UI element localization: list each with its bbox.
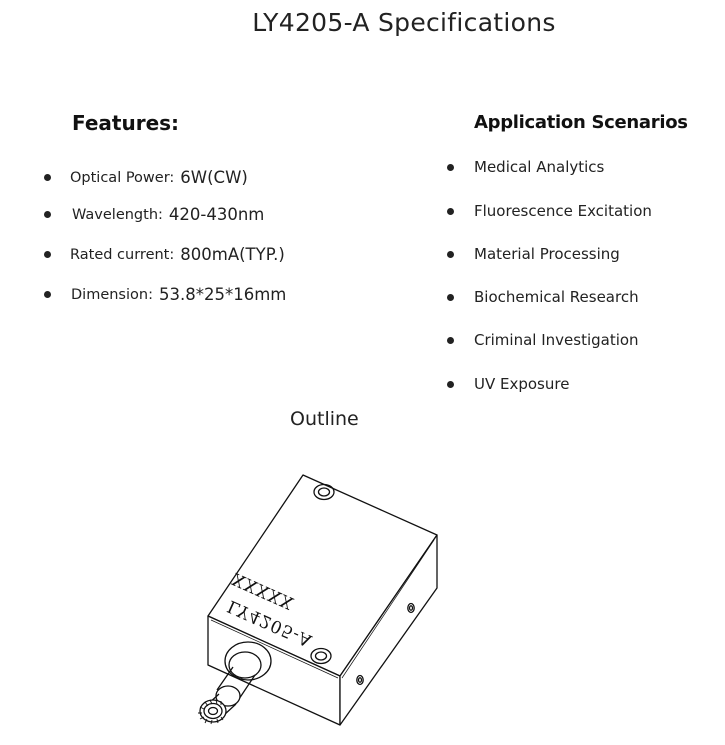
module-side-face	[339, 534, 438, 726]
bullet-icon	[44, 174, 51, 181]
feature-item-dimension: Dimension: 53.8*25*16mm	[44, 285, 286, 304]
feature-item-wavelength: Wavelength: 420-430nm	[44, 205, 264, 224]
application-item: Material Processing	[447, 245, 620, 263]
feature-value: 420-430nm	[168, 205, 265, 224]
outline-heading: Outline	[290, 408, 359, 430]
feature-label: Optical Power:	[70, 169, 175, 186]
application-item: Biochemical Research	[447, 288, 639, 306]
bullet-icon	[447, 250, 454, 258]
laser-module-outline-drawing: XXXXX LY4205-A	[175, 470, 445, 741]
feature-item-rated-current: Rated current: 800mA(TYP.)	[44, 245, 285, 264]
application-item: Medical Analytics	[447, 158, 604, 176]
feature-label: Wavelength:	[72, 206, 163, 223]
feature-value: 6W(CW)	[180, 168, 248, 187]
bullet-icon	[447, 336, 454, 344]
features-heading: Features:	[72, 111, 180, 135]
bullet-icon	[447, 207, 454, 215]
feature-label: Rated current:	[70, 246, 175, 263]
feature-value: 800mA(TYP.)	[180, 245, 285, 264]
fiber-connector-icon	[198, 641, 272, 725]
application-item: UV Exposure	[447, 375, 569, 393]
feature-item-optical-power: Optical Power: 6W(CW)	[44, 168, 248, 187]
bullet-icon	[44, 291, 51, 298]
side-screw-hole-icon	[356, 674, 364, 686]
mounting-hole-icon	[313, 483, 335, 501]
page-title: LY4205-A Specifications	[252, 8, 556, 37]
side-screw-hole-icon	[407, 602, 415, 614]
applications-heading: Application Scenarios	[474, 112, 688, 133]
bullet-icon	[44, 251, 51, 258]
feature-value: 53.8*25*16mm	[158, 285, 287, 304]
bullet-icon	[447, 163, 454, 171]
application-label: Fluorescence Excitation	[474, 202, 652, 220]
bullet-icon	[447, 380, 454, 388]
bullet-icon	[44, 211, 51, 218]
application-label: UV Exposure	[474, 375, 570, 393]
mounting-hole-icon	[310, 647, 332, 665]
application-label: Medical Analytics	[474, 158, 605, 176]
application-label: Criminal Investigation	[474, 331, 639, 349]
bullet-icon	[447, 293, 454, 301]
application-item: Fluorescence Excitation	[447, 202, 652, 220]
application-item: Criminal Investigation	[447, 331, 639, 349]
application-label: Material Processing	[474, 245, 620, 263]
application-label: Biochemical Research	[474, 288, 639, 306]
feature-label: Dimension:	[71, 286, 153, 303]
